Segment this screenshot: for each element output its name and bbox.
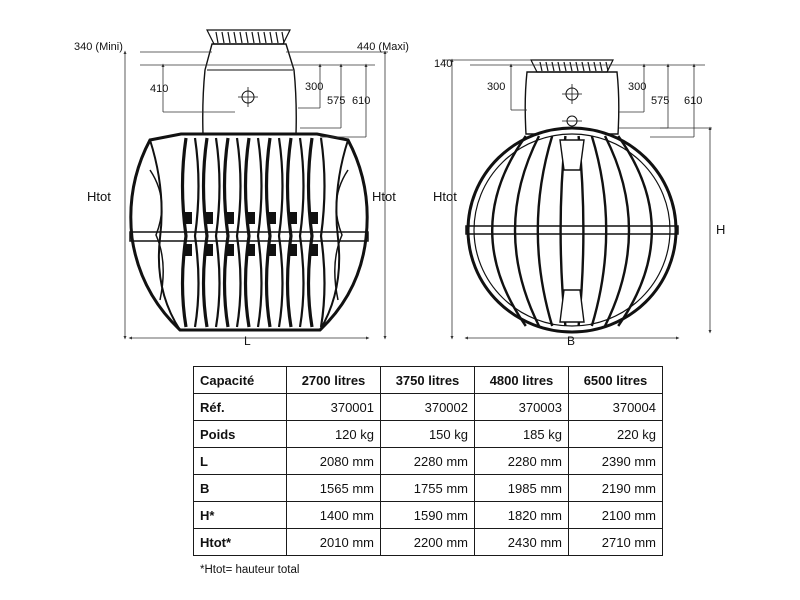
table-cell: 1985 mm xyxy=(474,474,569,502)
table-header-row: Capacité 2700 litres 3750 litres 4800 li… xyxy=(193,366,663,394)
header-2700: 2700 litres xyxy=(286,366,381,394)
label-140: 140 xyxy=(434,58,452,70)
label-height-h: H xyxy=(716,222,725,237)
label-610: 610 xyxy=(352,95,370,107)
row-label: H* xyxy=(193,501,287,529)
technical-drawing: 340 (Mini) 440 (Maxi) 410 300 575 610 Ht… xyxy=(74,29,725,348)
label-575-right: 575 xyxy=(651,95,669,107)
table-cell: 120 kg xyxy=(286,420,381,448)
spec-table: Capacité 2700 litres 3750 litres 4800 li… xyxy=(193,366,663,556)
table-cell: 1565 mm xyxy=(286,474,381,502)
table-cell: 2390 mm xyxy=(568,447,663,475)
table-row: Poids 120 kg 150 kg 185 kg 220 kg xyxy=(193,420,663,448)
shaft-body-right xyxy=(524,71,620,135)
tank-front-view: 140 300 300 575 610 Htot H B xyxy=(433,58,725,348)
table-cell: 370003 xyxy=(474,393,569,421)
table-cell: 2100 mm xyxy=(568,501,663,529)
table-row: Htot* 2010 mm 2200 mm 2430 mm 2710 mm xyxy=(193,528,663,556)
inlet-marker-right xyxy=(562,84,582,127)
table-cell: 220 kg xyxy=(568,420,663,448)
shaft-grille-right xyxy=(530,59,614,73)
table-cell: 2280 mm xyxy=(380,447,475,475)
table-cell: 1820 mm xyxy=(474,501,569,529)
table-cell: 1400 mm xyxy=(286,501,381,529)
label-length: L xyxy=(244,334,251,348)
label-440-maxi: 440 (Maxi) xyxy=(357,41,409,53)
table-cell: 2430 mm xyxy=(474,528,569,556)
table-cell: 2010 mm xyxy=(286,528,381,556)
label-340-mini: 340 (Mini) xyxy=(74,41,123,53)
header-6500: 6500 litres xyxy=(568,366,663,394)
label-width-b: B xyxy=(567,334,575,348)
label-htot-right: Htot xyxy=(372,189,396,204)
label-htot-front: Htot xyxy=(433,189,457,204)
table-cell: 2280 mm xyxy=(474,447,569,475)
table-cell: 2200 mm xyxy=(380,528,475,556)
table-cell: 150 kg xyxy=(380,420,475,448)
table-row: L 2080 mm 2280 mm 2280 mm 2390 mm xyxy=(193,447,663,475)
header-3750: 3750 litres xyxy=(380,366,475,394)
label-610-right: 610 xyxy=(684,95,702,107)
table-cell: 370002 xyxy=(380,393,475,421)
inlet-marker-left xyxy=(238,87,258,107)
table-cell: 185 kg xyxy=(474,420,569,448)
row-label: Htot* xyxy=(193,528,287,556)
table-cell: 2710 mm xyxy=(568,528,663,556)
shaft-grille-left xyxy=(206,29,291,45)
shaft-body-left xyxy=(202,43,297,135)
tank-body-right xyxy=(466,126,678,334)
table-row: B 1565 mm 1755 mm 1985 mm 2190 mm xyxy=(193,474,663,502)
dimensions-left xyxy=(123,50,388,340)
header-4800: 4800 litres xyxy=(474,366,569,394)
row-label: Poids xyxy=(193,420,287,448)
tank-side-view: 340 (Mini) 440 (Maxi) 410 300 575 610 Ht… xyxy=(74,29,409,348)
label-410: 410 xyxy=(150,83,168,95)
label-300-right: 300 xyxy=(628,81,646,93)
header-capacity: Capacité xyxy=(193,366,287,394)
label-htot-left: Htot xyxy=(87,189,111,204)
table-cell: 2080 mm xyxy=(286,447,381,475)
row-label: L xyxy=(193,447,287,475)
table-row: H* 1400 mm 1590 mm 1820 mm 2100 mm xyxy=(193,501,663,529)
table-cell: 370001 xyxy=(286,393,381,421)
label-300: 300 xyxy=(305,81,323,93)
label-575: 575 xyxy=(327,95,345,107)
footnote: *Htot= hauteur total xyxy=(200,564,300,576)
table-cell: 370004 xyxy=(568,393,663,421)
table-cell: 1755 mm xyxy=(380,474,475,502)
table-row: Réf. 370001 370002 370003 370004 xyxy=(193,393,663,421)
label-300-left: 300 xyxy=(487,81,505,93)
row-label: Réf. xyxy=(193,393,287,421)
row-label: B xyxy=(193,474,287,502)
table-cell: 2190 mm xyxy=(568,474,663,502)
table-cell: 1590 mm xyxy=(380,501,475,529)
dimensions-right xyxy=(442,58,712,340)
